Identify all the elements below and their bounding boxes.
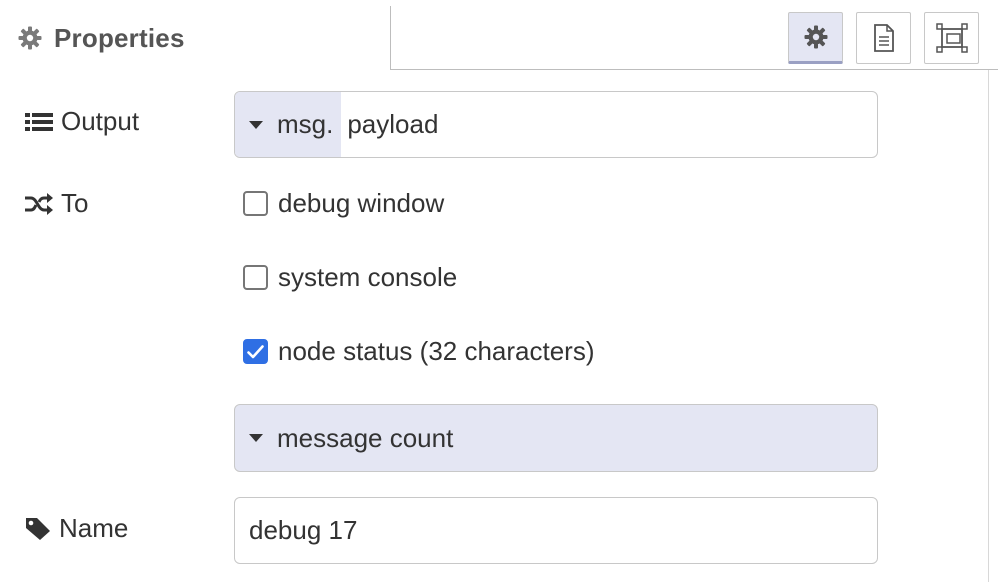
output-value-input[interactable]: payload xyxy=(347,109,439,139)
appearance-icon xyxy=(935,23,968,53)
system-console-checkbox[interactable] xyxy=(243,265,268,290)
name-input[interactable]: debug 17 xyxy=(234,497,878,564)
node-properties-button[interactable] xyxy=(788,12,843,64)
tab-label: Properties xyxy=(54,22,185,53)
shuffle-icon xyxy=(25,192,53,215)
system-console-option[interactable]: system console xyxy=(243,262,457,293)
caret-down-icon xyxy=(249,434,263,442)
caret-down-icon xyxy=(249,120,263,129)
name-label-text: Name xyxy=(59,513,129,543)
name-label: Name xyxy=(25,513,128,544)
output-label: Output xyxy=(25,106,139,137)
output-type-prefix: msg. xyxy=(277,109,334,139)
system-console-label: system console xyxy=(278,262,458,292)
debug-window-checkbox[interactable] xyxy=(243,191,268,216)
output-type-select[interactable]: msg. xyxy=(235,92,342,157)
tab-border-bottom xyxy=(391,69,998,70)
document-icon xyxy=(873,24,895,52)
status-type-select[interactable]: message count xyxy=(234,404,878,472)
gear-icon xyxy=(18,26,42,50)
node-appearance-button[interactable] xyxy=(924,12,979,64)
panel-right-border xyxy=(988,70,989,582)
node-status-option[interactable]: node status (32 characters) xyxy=(243,336,595,367)
status-type-value: message count xyxy=(277,422,454,453)
tag-icon xyxy=(25,517,51,541)
node-status-label: node status (32 characters) xyxy=(278,336,595,366)
tab-properties[interactable]: Properties xyxy=(0,6,391,70)
to-label: To xyxy=(25,188,88,219)
list-icon xyxy=(25,111,53,133)
checkmark-icon xyxy=(247,344,264,358)
output-label-text: Output xyxy=(61,106,140,136)
output-typed-input: msg. payload xyxy=(234,91,878,158)
node-description-button[interactable] xyxy=(856,12,911,64)
gear-icon xyxy=(804,25,828,49)
debug-window-label: debug window xyxy=(278,188,445,218)
debug-window-option[interactable]: debug window xyxy=(243,188,444,219)
node-status-checkbox[interactable] xyxy=(243,339,268,364)
to-label-text: To xyxy=(61,188,89,218)
